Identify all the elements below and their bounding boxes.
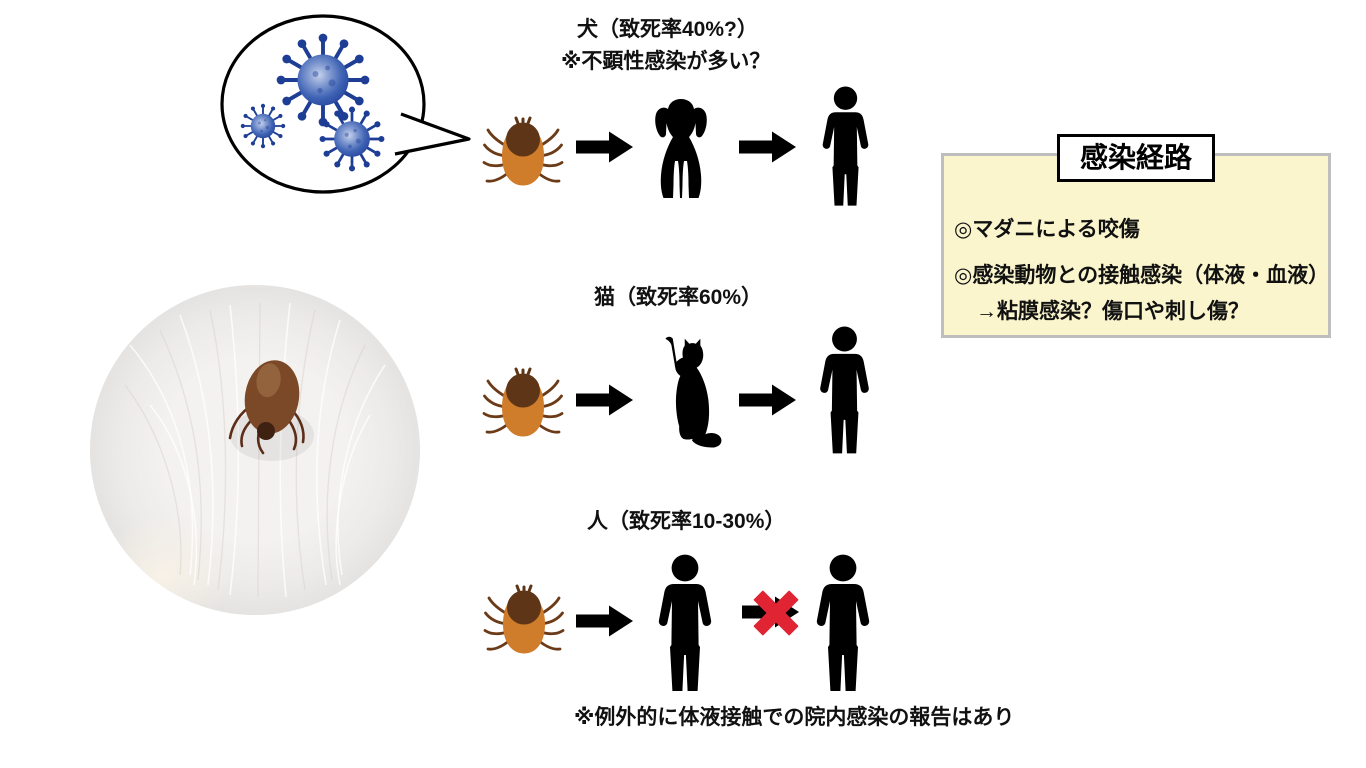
row-human-label: 人（致死率10-30%）: [587, 510, 786, 533]
arrow-right-icon: [576, 131, 633, 163]
infection-route-box: 感染経路 ◎マダニによる咬傷 ◎感染動物との接触感染（体液・血液） →粘膜感染？…: [941, 134, 1331, 338]
route-bullet-contact: ◎感染動物との接触感染（体液・血液）: [954, 264, 1330, 287]
arrow-right-icon: [739, 131, 796, 163]
row-cat-label: 猫（致死率60%）: [594, 286, 763, 309]
tick-photo-art: [124, 302, 386, 598]
photo-tick: [228, 360, 305, 455]
speech-bubble: [220, 14, 471, 194]
row-dog-sublabel: ※不顕性感染が多い？: [561, 50, 771, 73]
dog-silhouette: [655, 99, 707, 198]
tick-icon: [482, 367, 564, 438]
x-mark-icon: [753, 590, 799, 636]
row-dog-label: 犬（致死率40%?）: [577, 18, 758, 41]
footnote: ※例外的に体液接触での院内感染の報告はあり: [574, 706, 1015, 729]
arrow-right-icon: [576, 384, 633, 416]
tick-on-fur-photo: [90, 285, 420, 615]
arrow-right-icon: [576, 605, 633, 637]
infection-route-title: 感染経路: [1056, 134, 1216, 182]
human-silhouette: [822, 86, 869, 206]
human-silhouette: [658, 554, 712, 691]
route-bullet-tick-bite: ◎マダニによる咬傷: [954, 218, 1140, 241]
cat-silhouette: [665, 336, 722, 448]
tick-icon: [483, 584, 565, 655]
speech-bubble-tail: [394, 112, 471, 156]
route-bullet-contact-sub: →粘膜感染？傷口や刺し傷？: [976, 300, 1249, 323]
human-silhouette: [820, 326, 869, 454]
arrow-right-icon: [739, 384, 796, 416]
human-silhouette: [816, 554, 870, 691]
tick-icon: [482, 116, 564, 187]
